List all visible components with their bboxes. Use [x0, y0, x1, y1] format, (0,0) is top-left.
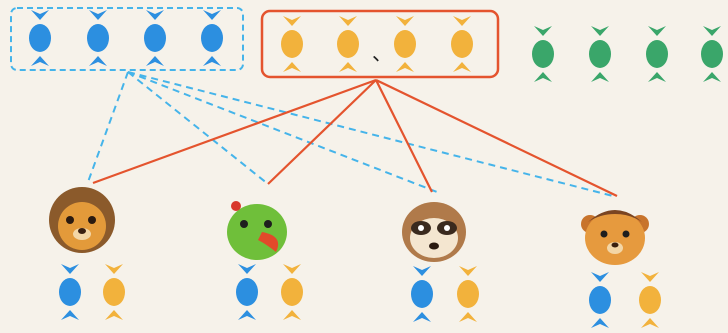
bear-icon [581, 210, 649, 265]
orange-candy [337, 16, 359, 72]
orange-candy [281, 16, 303, 72]
separator-mark: 、 [372, 41, 392, 65]
lion-character [49, 187, 125, 320]
parrot-character [227, 201, 303, 320]
blue-candy [589, 272, 611, 328]
dashed-line-raccoon [127, 71, 438, 193]
lion-icon [49, 187, 115, 253]
orange-candy [451, 16, 473, 72]
orange-candy [394, 16, 416, 72]
solid-line-lion [92, 78, 377, 185]
orange-candy [281, 264, 303, 320]
green-candy [589, 26, 611, 82]
dashed-line-parrot [127, 71, 269, 185]
dashed-line-lion [87, 71, 129, 183]
dashed-connectors [87, 71, 614, 197]
blue-candy [236, 264, 258, 320]
blue-candy [87, 10, 109, 66]
orange-candy [457, 266, 479, 322]
blue-candy [29, 10, 51, 66]
solid-line-bear [375, 79, 618, 197]
orange-candy [103, 264, 125, 320]
blue-candy [59, 264, 81, 320]
solid-line-raccoon [375, 79, 433, 193]
parrot-icon [227, 201, 287, 260]
blue-candy-group [29, 10, 223, 66]
green-candy [646, 26, 668, 82]
green-candy [701, 26, 723, 82]
green-candy [532, 26, 554, 82]
dashed-line-bear [127, 71, 614, 197]
solid-line-parrot [267, 79, 377, 185]
raccoon-character [402, 202, 479, 322]
blue-group-frame [10, 7, 244, 71]
green-candy-group [532, 26, 723, 82]
blue-candy [201, 10, 223, 66]
blue-candy [144, 10, 166, 66]
orange-group-frame [260, 9, 500, 79]
raccoon-icon [402, 202, 466, 262]
solid-connectors [92, 78, 618, 197]
blue-candy [411, 266, 433, 322]
bear-character [581, 210, 661, 328]
orange-candy [639, 272, 661, 328]
